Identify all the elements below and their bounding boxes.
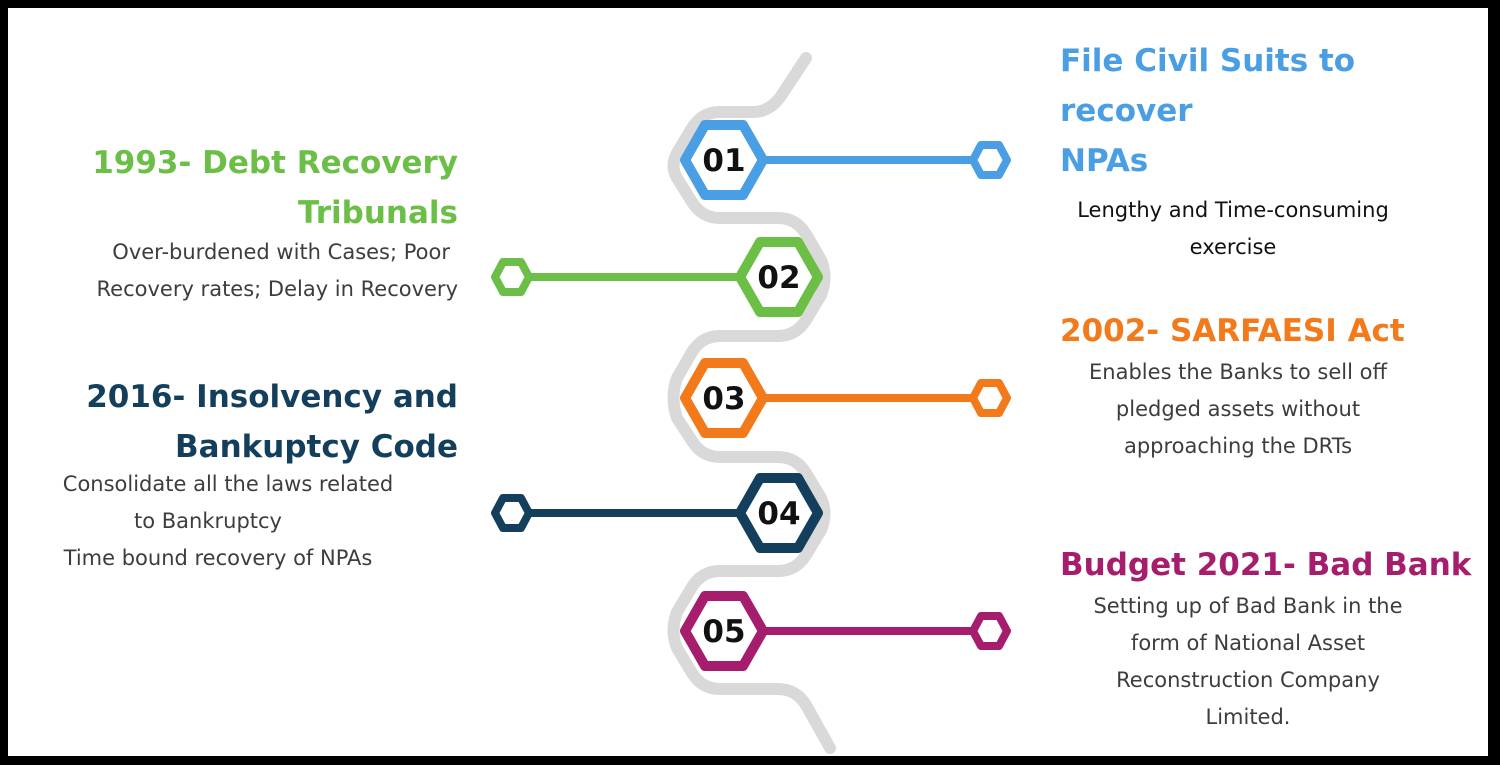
step-05-desc-line: form of National Asset	[1130, 631, 1366, 655]
step-number: 04	[757, 496, 800, 532]
step-01-title-line: NPAs	[1060, 143, 1149, 179]
step-02-node: 02	[491, 237, 823, 317]
step-03-desc-line: approaching the DRTs	[1123, 434, 1353, 458]
step-05-desc-line: Reconstruction Company	[1116, 668, 1380, 692]
step-hexagon	[680, 358, 768, 438]
step-04-description: Consolidate all the laws related to Bank…	[38, 466, 418, 577]
step-04-text: 2016- Insolvency and Bankuptcy Code Cons…	[28, 372, 458, 577]
timeline-diagram: 01 02 03 04 05	[491, 52, 1011, 754]
step-number: 01	[702, 143, 745, 179]
step-hexagon	[735, 237, 823, 317]
step-03-title-line: 2002- SARFAESI Act	[1060, 313, 1405, 349]
step-02-title-line: Tribunals	[298, 195, 458, 231]
timeline-track	[667, 52, 836, 754]
step-03-title: 2002- SARFAESI Act	[1038, 306, 1438, 356]
step-04-node: 04	[491, 473, 823, 553]
step-05-desc-line: Limited.	[1205, 705, 1291, 729]
track-path	[667, 52, 836, 754]
step-04-desc-line: Time bound recovery of NPAs	[63, 546, 373, 570]
step-03-node: 03	[680, 358, 1011, 438]
step-02-description: Over-burdened with Cases; Poor Recovery …	[28, 234, 458, 308]
step-01-title: File Civil Suits to recover NPAs	[1038, 36, 1458, 186]
step-03-description: Enables the Banks to sell off pledged as…	[1038, 354, 1438, 465]
step-05-node: 05	[680, 591, 1011, 671]
step-04-title: 2016- Insolvency and Bankuptcy Code	[28, 372, 458, 472]
step-01-desc-line: exercise	[1189, 235, 1277, 259]
step-01-desc-line: Lengthy and Time-consuming	[1077, 198, 1389, 222]
step-hexagon	[735, 473, 823, 553]
step-01-node: 01	[680, 120, 1011, 200]
step-number: 02	[757, 260, 800, 296]
connector-end-cap	[969, 612, 1011, 650]
timeline-nodes: 01 02 03 04 05	[491, 120, 1011, 671]
step-02-title-line: 1993- Debt Recovery	[92, 145, 458, 181]
step-02-desc-line: Recovery rates; Delay in Recovery	[96, 277, 458, 301]
step-03-desc-line: pledged assets without	[1115, 397, 1361, 421]
connector-end-cap	[969, 141, 1011, 179]
connector-end-cap	[969, 379, 1011, 417]
step-05-desc-line: Setting up of Bad Bank in the	[1093, 594, 1403, 618]
step-hexagon	[680, 591, 768, 671]
step-hexagon	[680, 120, 768, 200]
step-01-description: Lengthy and Time-consuming exercise	[1038, 192, 1428, 266]
step-05-title: Budget 2021- Bad Bank	[1038, 540, 1488, 590]
step-05-title-line: Budget 2021- Bad Bank	[1060, 547, 1472, 583]
step-04-title-line: Bankuptcy Code	[175, 429, 458, 465]
step-01-title-line: File Civil Suits to recover	[1060, 43, 1356, 129]
step-number: 03	[702, 381, 745, 417]
connector-end-cap	[491, 258, 533, 296]
step-04-desc-line: to Bankruptcy	[134, 509, 282, 533]
connector-end-cap	[491, 494, 533, 532]
step-05-description: Setting up of Bad Bank in the form of Na…	[1038, 588, 1458, 736]
step-03-desc-line: Enables the Banks to sell off	[1089, 360, 1387, 384]
step-04-title-line: 2016- Insolvency and	[86, 379, 458, 415]
step-02-text: 1993- Debt Recovery Tribunals Over-burde…	[28, 138, 458, 308]
step-02-desc-line: Over-burdened with Cases; Poor	[112, 240, 450, 264]
step-02-title: 1993- Debt Recovery Tribunals	[28, 138, 458, 238]
step-01-text: File Civil Suits to recover NPAs Lengthy…	[1038, 36, 1458, 266]
step-number: 05	[702, 614, 745, 650]
step-05-text: Budget 2021- Bad Bank Setting up of Bad …	[1038, 540, 1488, 736]
step-03-text: 2002- SARFAESI Act Enables the Banks to …	[1038, 306, 1438, 465]
step-04-desc-line: Consolidate all the laws related	[62, 472, 394, 496]
infographic-canvas: 01 02 03 04 05 File Civil Suits to recover N…	[8, 8, 1488, 756]
